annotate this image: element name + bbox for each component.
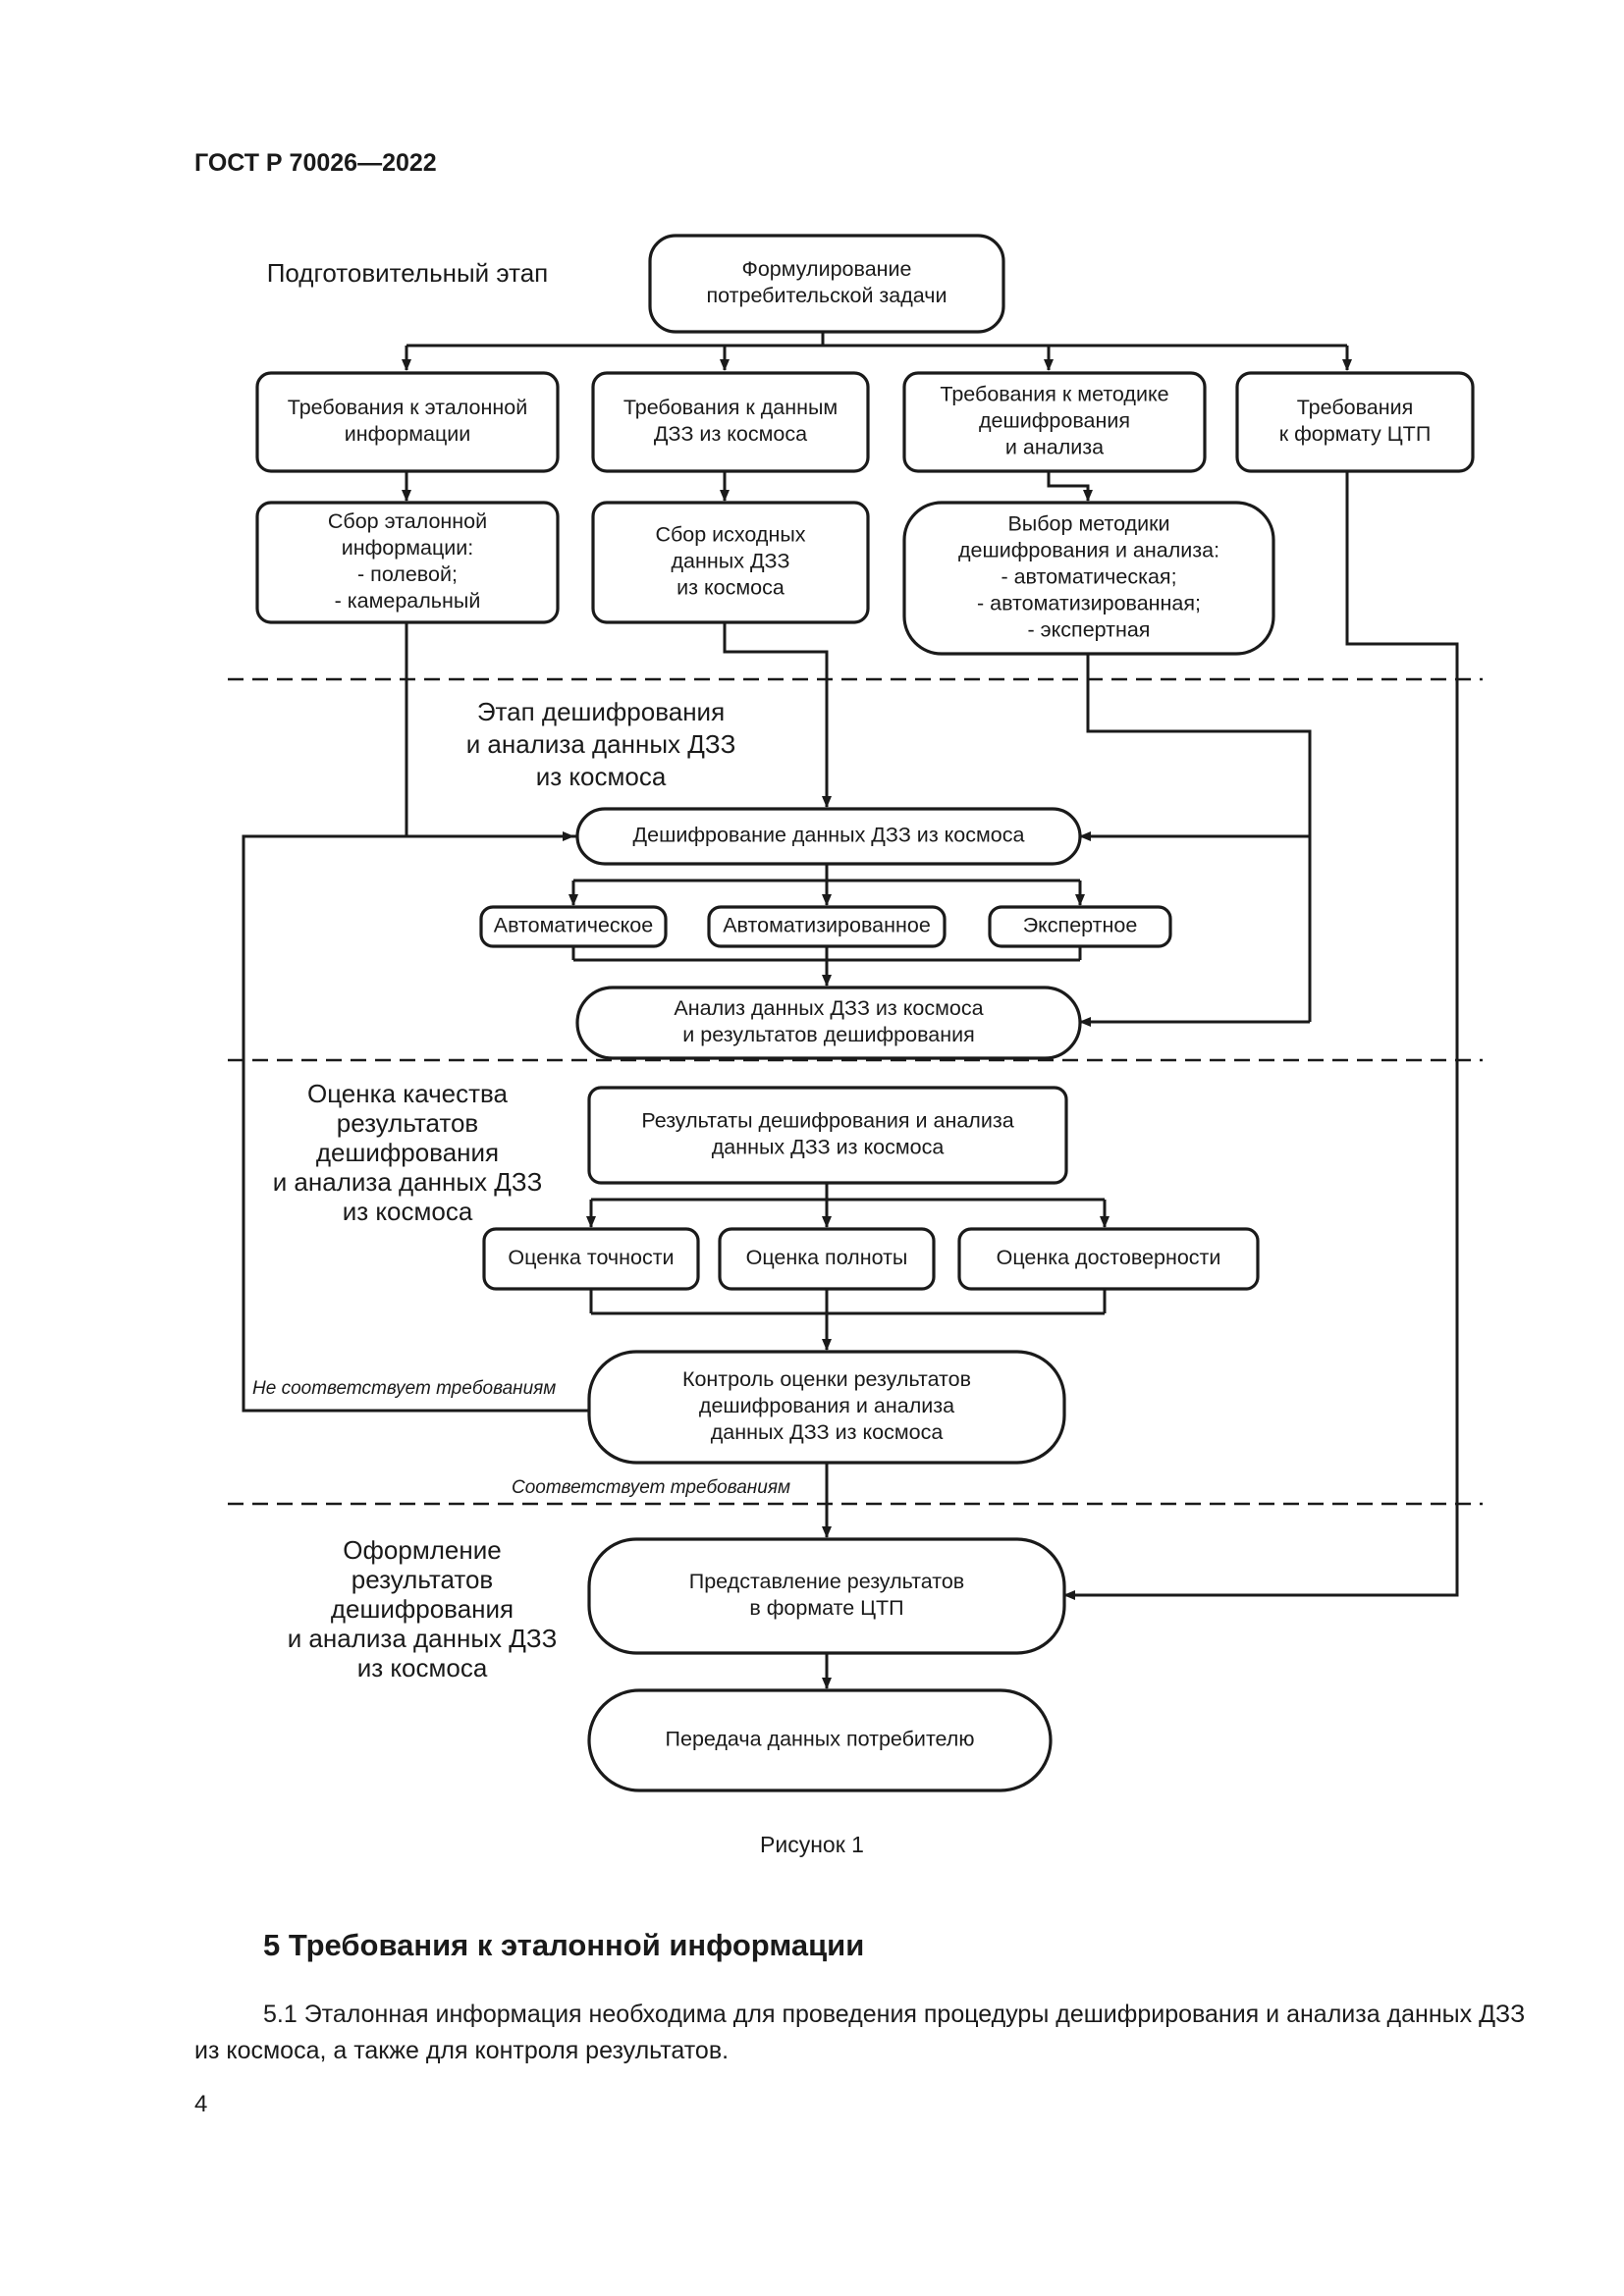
node-box [957,1227,1260,1291]
node-box [482,1227,700,1291]
page-number: 4 [194,2091,208,2117]
section-paragraph: 5.1 Эталонная информация необходима для … [194,2001,1526,2064]
node-box [255,371,560,473]
node-label: Автоматизированное [723,914,931,937]
node-box [587,1086,1068,1185]
node-expert: Экспертное [988,905,1172,948]
node-box [591,501,870,624]
node-box [902,371,1207,473]
node-reliability: Оценка достоверности [957,1227,1260,1291]
node-box [479,905,668,948]
node-box [1235,371,1475,473]
node-label: Экспертное [1023,914,1138,937]
node-label: Оценка точности [508,1246,674,1269]
node-box [988,905,1172,948]
stage-label-prep: Подготовительный этап [267,258,549,288]
node-box [902,501,1275,656]
document-header: ГОСТ Р 70026—2022 [194,149,437,177]
not-compliant-label: Не соответствует требованиям [252,1378,556,1399]
figure-caption: Рисунок 1 [760,1832,864,1857]
node-label: Передача данных потребителю [666,1728,975,1751]
node-label: Оценка полноты [746,1246,908,1269]
compliant-label: Соответствует требованиям [512,1477,790,1498]
node-box [591,371,870,473]
node-box [587,1688,1053,1792]
node-semi-auto: Автоматизированное [707,905,947,948]
connectors [242,332,1459,1689]
node-label: Дешифрование данных ДЗЗ из космоса [633,824,1025,847]
node-box [587,1350,1066,1465]
node-accuracy: Оценка точности [482,1227,700,1291]
node-box [718,1227,936,1291]
node-box [587,1537,1066,1655]
section-heading: 5 Требования к эталонной информации [263,1928,865,1962]
node-label: Автоматическое [494,914,653,937]
node-box [255,501,560,624]
node-completeness: Оценка полноты [718,1227,936,1291]
node-box [648,234,1005,334]
node-interpret: Дешифрование данных ДЗЗ из космоса [575,807,1082,866]
node-box [707,905,947,948]
node-box [575,807,1082,866]
node-transfer: Передача данных потребителю [587,1688,1053,1792]
node-label: Оценка достоверности [997,1246,1221,1269]
node-box [575,986,1082,1060]
node-auto: Автоматическое [479,905,668,948]
